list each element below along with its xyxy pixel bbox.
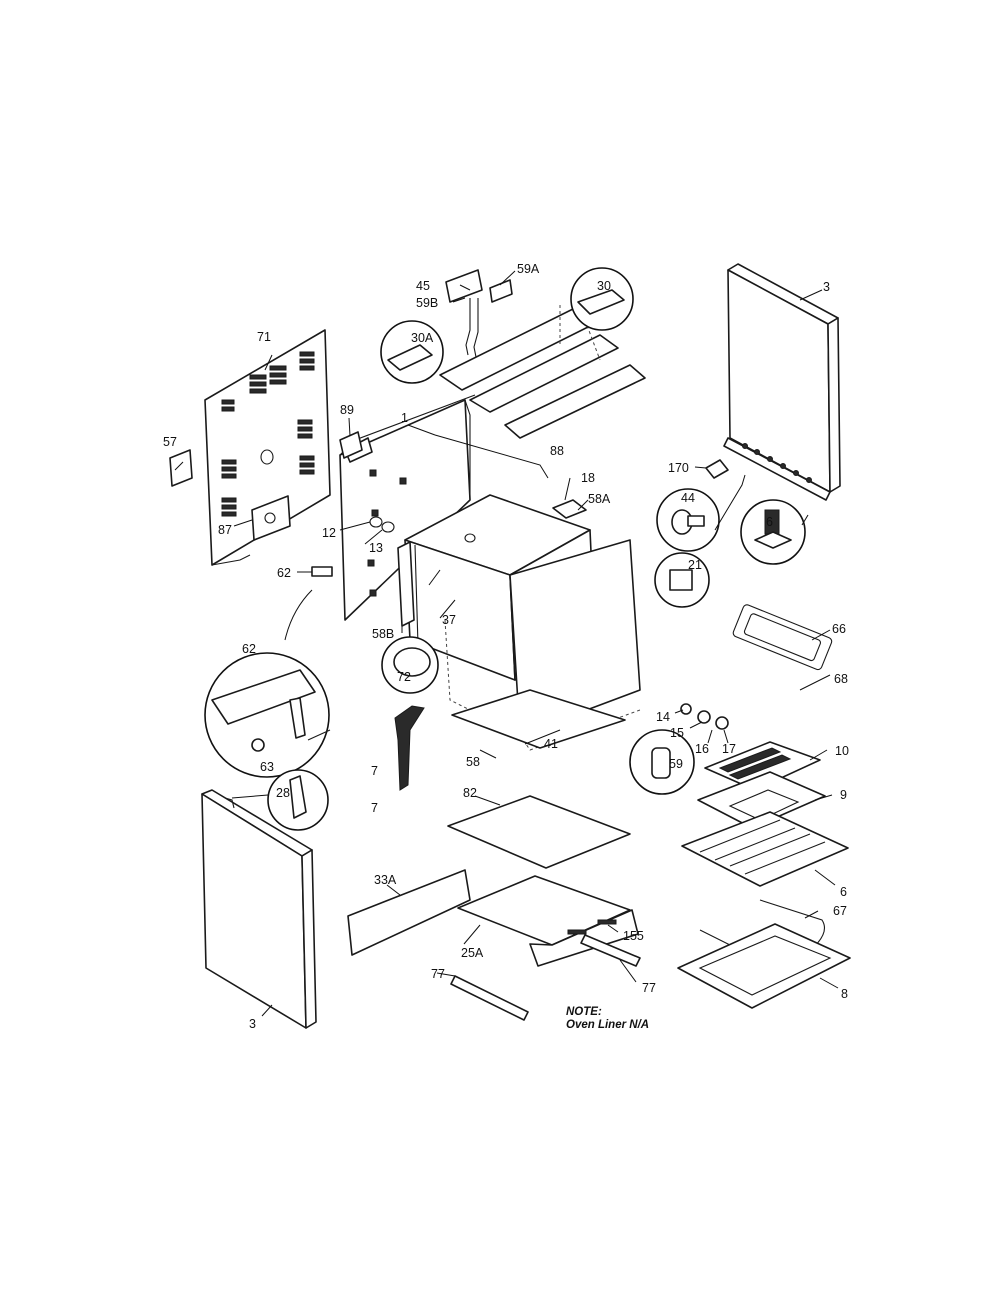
part-57-plate xyxy=(169,449,193,487)
label-part-1: 1 xyxy=(401,411,408,425)
kick-panel-33a xyxy=(347,869,471,956)
vent-tube-59a xyxy=(445,269,513,358)
insulation-58b xyxy=(397,541,415,627)
label-part-59: 59 xyxy=(669,757,683,771)
drawer-slide-left xyxy=(450,975,529,1021)
label-part-58a: 58A xyxy=(588,492,611,506)
label-part-62-a: 62 xyxy=(277,566,291,580)
label-part-8: 8 xyxy=(841,987,848,1001)
label-part-88: 88 xyxy=(550,444,564,458)
label-part-58: 58 xyxy=(466,755,480,769)
label-part-15: 15 xyxy=(670,726,684,740)
label-part-6-rack: 6 xyxy=(840,885,847,899)
label-part-66: 66 xyxy=(832,622,846,636)
label-part-30a: 30A xyxy=(411,331,434,345)
label-part-57: 57 xyxy=(163,435,177,449)
label-part-77-right: 77 xyxy=(642,981,656,995)
label-part-82: 82 xyxy=(463,786,477,800)
label-part-7-b: 7 xyxy=(371,801,378,815)
label-part-25a: 25A xyxy=(461,946,484,960)
part-labels: 71 57 87 89 1 88 12 13 62 18 58A 37 58B … xyxy=(163,262,849,1031)
door-hinge-7 xyxy=(394,705,425,791)
top-rails xyxy=(439,305,646,439)
knob-14-17 xyxy=(680,703,729,730)
label-part-68: 68 xyxy=(834,672,848,686)
label-part-87: 87 xyxy=(218,523,232,537)
label-part-37: 37 xyxy=(442,613,456,627)
oven-rack xyxy=(681,811,849,887)
label-part-7-a: 7 xyxy=(371,764,378,778)
label-part-3-top: 3 xyxy=(823,280,830,294)
label-part-12: 12 xyxy=(322,526,336,540)
leveler-170 xyxy=(705,459,729,479)
drip-tray xyxy=(677,923,851,1009)
callout-28 xyxy=(267,769,329,831)
label-part-14: 14 xyxy=(656,710,670,724)
callout-30a xyxy=(380,320,444,384)
callout-6 xyxy=(740,499,806,565)
label-part-71: 71 xyxy=(257,330,271,344)
oven-cavity xyxy=(404,494,641,751)
label-part-59a: 59A xyxy=(517,262,540,276)
callout-59 xyxy=(629,729,695,795)
side-panel-right xyxy=(723,263,841,501)
callout-62-63 xyxy=(204,589,331,778)
label-part-30: 30 xyxy=(597,279,611,293)
side-panel-left xyxy=(201,789,317,1029)
label-part-13: 13 xyxy=(369,541,383,555)
callout-44 xyxy=(656,488,720,552)
label-part-33a: 33A xyxy=(374,873,397,887)
label-part-155: 155 xyxy=(623,929,644,943)
note-text: Oven Liner N/A xyxy=(566,1019,649,1031)
label-part-59b: 59B xyxy=(416,296,438,310)
label-part-44: 44 xyxy=(681,491,695,505)
label-part-41: 41 xyxy=(544,737,558,751)
bracket-62 xyxy=(311,566,333,577)
label-part-45: 45 xyxy=(416,279,430,293)
label-part-63: 63 xyxy=(260,760,274,774)
hinge-89 xyxy=(339,431,363,459)
label-part-58b: 58B xyxy=(372,627,394,641)
cavity-bottom-58 xyxy=(451,689,626,749)
broiler-grid xyxy=(704,741,821,791)
label-part-170: 170 xyxy=(668,461,689,475)
label-part-28: 28 xyxy=(276,786,290,800)
label-part-77-left: 77 xyxy=(431,967,445,981)
back-panel xyxy=(204,329,331,566)
drawer-slide-right xyxy=(580,934,641,967)
label-part-67: 67 xyxy=(833,904,847,918)
broiler-pan xyxy=(697,771,826,829)
callout-30 xyxy=(570,267,634,331)
label-part-16: 16 xyxy=(695,742,709,756)
callout-72 xyxy=(381,636,439,694)
label-part-72: 72 xyxy=(397,670,411,684)
label-part-9: 9 xyxy=(840,788,847,802)
note-title: NOTE: xyxy=(566,1006,602,1018)
label-part-17: 17 xyxy=(722,742,736,756)
label-part-18: 18 xyxy=(581,471,595,485)
label-part-6-callout: 6 xyxy=(766,515,773,529)
broil-element xyxy=(732,604,833,671)
label-part-89: 89 xyxy=(340,403,354,417)
label-part-21: 21 xyxy=(688,558,702,572)
label-part-3-bottom: 3 xyxy=(249,1017,256,1031)
label-part-62-b: 62 xyxy=(242,642,256,656)
bottom-panel xyxy=(447,795,631,869)
leader-lines xyxy=(174,270,839,1017)
label-part-10: 10 xyxy=(835,744,849,758)
bracket-18 xyxy=(552,499,587,519)
callout-21 xyxy=(654,552,710,608)
